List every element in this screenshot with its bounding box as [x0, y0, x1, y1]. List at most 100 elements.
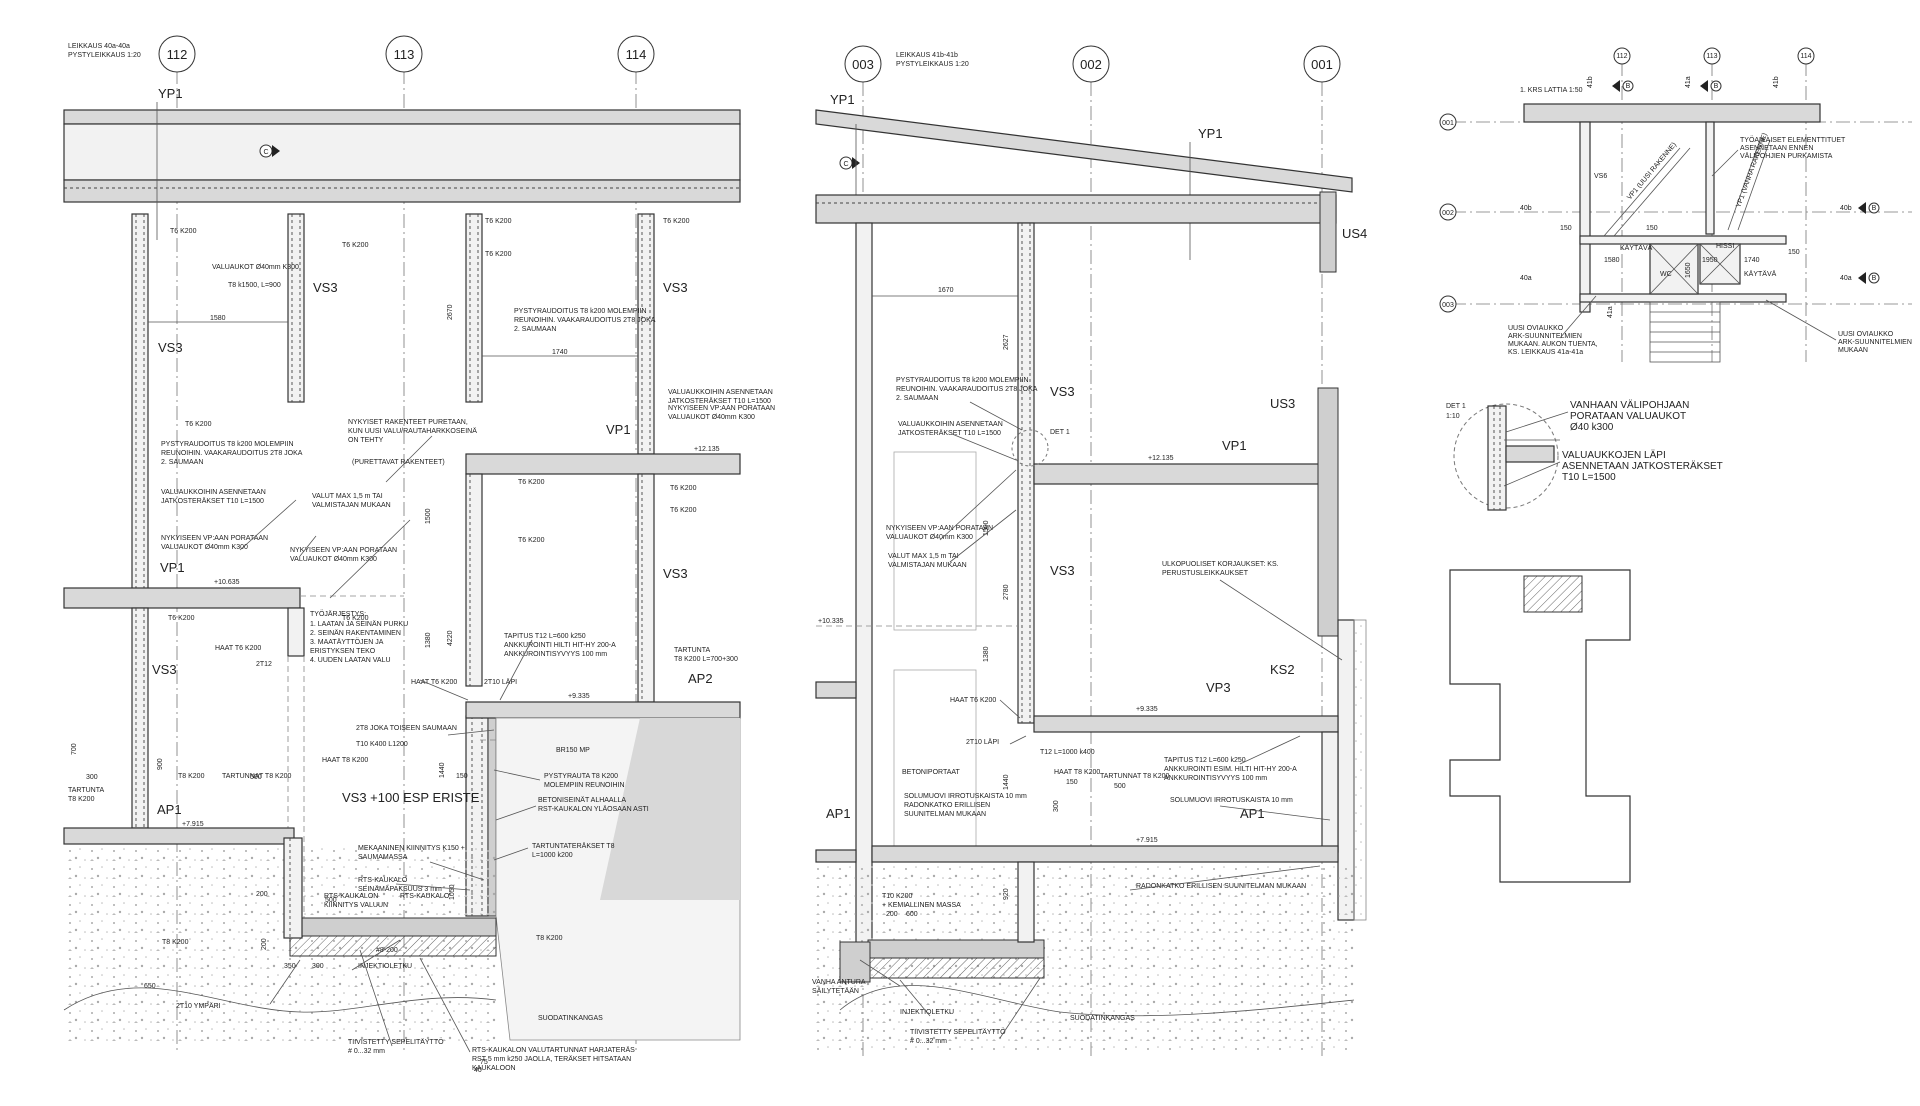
slab-vp3	[1033, 715, 1339, 733]
label-ks2: KS2	[1270, 662, 1295, 677]
svg-text:SOLUMUOVI IRROTUSKAISTA 10 mm: SOLUMUOVI IRROTUSKAISTA 10 mm	[904, 793, 1027, 800]
wall-vs3-left	[131, 213, 149, 595]
plan-slab	[1523, 103, 1821, 123]
svg-text:PYSTYRAUDOITUS T8 k200 MOLEMPI: PYSTYRAUDOITUS T8 k200 MOLEMPIIN	[514, 308, 647, 315]
svg-text:ARK-SUUNNITELMIEN: ARK-SUUNNITELMIEN	[1838, 339, 1912, 346]
svg-text:TYÖJÄRJESTYS:: TYÖJÄRJESTYS:	[310, 610, 366, 618]
svg-text:# 0...32 mm: # 0...32 mm	[348, 1048, 385, 1055]
svg-text:VÄLIPOHJIEN PURKAMISTA: VÄLIPOHJIEN PURKAMISTA	[1740, 152, 1833, 160]
label-ap1: AP1	[157, 802, 182, 817]
svg-text:300: 300	[86, 774, 98, 781]
left-title-2: PYSTYLEIKKAUS 1:20	[68, 52, 141, 59]
svg-text:200: 200	[886, 911, 898, 918]
svg-text:002: 002	[1080, 57, 1102, 72]
svg-text:VALUAUKOT Ø40mm K300: VALUAUKOT Ø40mm K300	[668, 414, 755, 421]
svg-text:(PURETTAVAT RAKENTEET): (PURETTAVAT RAKENTEET)	[352, 459, 445, 466]
svg-text:+ KEMIALLINEN MASSA: + KEMIALLINEN MASSA	[882, 902, 961, 909]
svg-text:41a: 41a	[1607, 306, 1614, 318]
svg-text:VALUAUKKOIHIN ASENNETAAN: VALUAUKKOIHIN ASENNETAAN	[161, 489, 266, 496]
svg-text:ASENNETAAN JATKOSTERÄKSET: ASENNETAAN JATKOSTERÄKSET	[1562, 460, 1723, 472]
svg-text:T10 K200: T10 K200	[882, 893, 912, 900]
svg-text:+7.915: +7.915	[182, 821, 204, 828]
svg-text:1740: 1740	[1744, 257, 1760, 264]
svg-text:T6 K200: T6 K200	[485, 218, 512, 225]
svg-text:B: B	[1714, 83, 1719, 90]
left-section: LEIKKAUS 40a-40a PYSTYLEIKKAUS 1:20 112 …	[63, 35, 775, 1074]
svg-text:PYSTYRAUTA T8 K200: PYSTYRAUTA T8 K200	[544, 773, 618, 780]
svg-text:114: 114	[626, 47, 647, 62]
svg-text:2T10 LÄPI: 2T10 LÄPI	[484, 678, 517, 686]
svg-text:TARTUNNAT T8 K200: TARTUNNAT T8 K200	[1100, 773, 1169, 780]
svg-text:HAAT T6 K200: HAAT T6 K200	[950, 697, 996, 704]
section-marker-c-mid: C	[839, 156, 860, 170]
svg-text:SEINÄMÄPAKSUUS 3 mm: SEINÄMÄPAKSUUS 3 mm	[358, 885, 442, 893]
svg-text:1. LAATAN JA SEINÄN PURKU: 1. LAATAN JA SEINÄN PURKU	[310, 620, 408, 628]
plan-tag-b1: B	[1612, 80, 1634, 92]
svg-text:RTS-KAUKALO: RTS-KAUKALO	[400, 893, 450, 900]
svg-text:TAPITUS T12 L=600 k250: TAPITUS T12 L=600 k250	[504, 633, 586, 640]
svg-text:T6 K200: T6 K200	[342, 615, 369, 622]
svg-text:41b: 41b	[1773, 76, 1780, 88]
svg-text:#8-200: #8-200	[376, 947, 398, 954]
svg-text:40b: 40b	[1840, 205, 1852, 212]
svg-text:2T8 JOKA TOISEEN SAUMAAN: 2T8 JOKA TOISEEN SAUMAAN	[356, 725, 457, 732]
svg-text:500: 500	[325, 897, 337, 904]
svg-text:HAAT T8 K200: HAAT T8 K200	[1054, 769, 1100, 776]
svg-text:RADONKATKO ERILLISEN: RADONKATKO ERILLISEN	[904, 802, 990, 809]
detail-1: DET 1 1:10 VANHAAN VÄLIPOHJAAN PORATAAN …	[1446, 399, 1723, 511]
svg-text:T6 K200: T6 K200	[485, 251, 512, 258]
label-vp1-left: VP1	[160, 560, 185, 575]
svg-text:INJEKTIOLETKU: INJEKTIOLETKU	[358, 963, 412, 970]
svg-text:700: 700	[71, 743, 78, 755]
svg-text:113: 113	[394, 47, 415, 62]
svg-text:+7.915: +7.915	[1136, 837, 1158, 844]
key-plan-highlight	[1523, 575, 1583, 613]
svg-text:1650: 1650	[1685, 262, 1692, 278]
svg-text:1440: 1440	[1003, 774, 1010, 790]
svg-text:PYSTYRAUDOITUS T8 k200 MOLEMPI: PYSTYRAUDOITUS T8 k200 MOLEMPIIN	[896, 377, 1029, 384]
svg-text:VALUAUKOT Ø40mm K300: VALUAUKOT Ø40mm K300	[290, 556, 377, 563]
svg-text:PORATAAN VALUAUKOT: PORATAAN VALUAUKOT	[1570, 411, 1686, 422]
svg-text:RTS-KAUKALON: RTS-KAUKALON	[324, 893, 378, 900]
plan-grid-113: 113	[1703, 47, 1721, 65]
svg-text:2627: 2627	[1003, 334, 1010, 350]
svg-text:500: 500	[250, 774, 262, 781]
svg-text:1670: 1670	[938, 287, 954, 294]
svg-text:113: 113	[1706, 53, 1717, 60]
middle-section: LEIKKAUS 41b-41b PYSTYLEIKKAUS 1:20 003 …	[812, 45, 1367, 1060]
svg-text:TIIVISTETTY SEPELITÄYTTÖ: TIIVISTETTY SEPELITÄYTTÖ	[910, 1028, 1006, 1036]
svg-text:+10.335: +10.335	[818, 618, 844, 625]
svg-text:NYKYISET RAKENTEET PURETAAN,: NYKYISET RAKENTEET PURETAAN,	[348, 419, 468, 426]
svg-text:75: 75	[480, 1059, 488, 1066]
grid-bubble-112: 112	[158, 35, 196, 73]
svg-text:TARTUNNAT T8 K200: TARTUNNAT T8 K200	[222, 773, 291, 780]
svg-text:HAAT T8 K200: HAAT T8 K200	[322, 757, 368, 764]
plan-grid-112: 112	[1613, 47, 1631, 65]
svg-text:C: C	[263, 149, 268, 156]
wall-vs3-002	[1017, 222, 1035, 724]
grid-bubble-003: 003	[844, 45, 882, 83]
svg-text:BETONISEINÄT ALHAALLA: BETONISEINÄT ALHAALLA	[538, 796, 626, 804]
plan-grid-003: 003	[1439, 295, 1457, 313]
svg-text:T6 K200: T6 K200	[170, 228, 197, 235]
svg-text:2670: 2670	[447, 304, 454, 320]
svg-text:T12 L=1000 k400: T12 L=1000 k400	[1040, 749, 1095, 756]
wall-stub	[287, 607, 305, 657]
svg-text:TYÖAIKAISET ELEMENTTITUET: TYÖAIKAISET ELEMENTTITUET	[1740, 136, 1846, 144]
svg-text:ANKKUROINTISYVYYS 100 mm: ANKKUROINTISYVYYS 100 mm	[1164, 775, 1267, 782]
svg-text:112: 112	[1616, 53, 1627, 60]
key-plan	[1449, 569, 1631, 883]
label-us3: US3	[1270, 396, 1295, 411]
svg-text:WC: WC	[1660, 271, 1672, 278]
svg-text:MOLEMPIIN REUNOIHIN: MOLEMPIIN REUNOIHIN	[544, 782, 625, 789]
svg-text:112: 112	[167, 47, 188, 62]
svg-text:ANKKUROINTI ESIM. HILTI HIT-HY: ANKKUROINTI ESIM. HILTI HIT-HY 200-A	[1164, 766, 1297, 773]
label-vs3-mid-b: VS3	[1050, 563, 1075, 578]
svg-text:2. SAUMAAN: 2. SAUMAAN	[896, 395, 938, 402]
svg-text:1580: 1580	[1604, 257, 1620, 264]
svg-text:VALUT MAX 1,5 m TAI: VALUT MAX 1,5 m TAI	[888, 553, 959, 560]
svg-text:200: 200	[261, 938, 268, 950]
svg-text:T10 L=1500: T10 L=1500	[1562, 472, 1616, 483]
svg-text:KS. LEIKKAUS 41a-41a: KS. LEIKKAUS 41a-41a	[1508, 349, 1583, 356]
label-vp1-right: VP1	[606, 422, 631, 437]
